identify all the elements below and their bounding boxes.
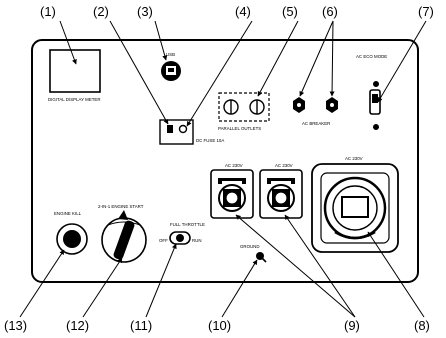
- callout-12: (12): [66, 318, 89, 333]
- callout-3: (3): [137, 4, 153, 19]
- callout-4: (4): [235, 4, 251, 19]
- leader-lines: [19, 20, 427, 318]
- callout-10: (10): [208, 318, 231, 333]
- ac-mid-label: AC 230V: [275, 163, 293, 168]
- callout-13: (13): [4, 318, 27, 333]
- ground-label: GROUND: [240, 244, 260, 249]
- callout-9: (9): [344, 318, 360, 333]
- dc-fuse-label: DC FUSE 10A: [196, 138, 224, 143]
- engine-start-label: 2-IN-1 ENGINE START: [98, 204, 144, 209]
- dc-outlet-icon: [167, 125, 173, 133]
- engine-kill-label: ENGINE KILL: [54, 211, 82, 216]
- run-label: RUN: [192, 238, 202, 243]
- ac-left-label: AC 230V: [225, 163, 243, 168]
- callout-5: (5): [282, 4, 298, 19]
- callout-1: (1): [40, 4, 56, 19]
- ac-right-label: AC 230V: [345, 156, 363, 161]
- off-label: OFF: [159, 238, 168, 243]
- callout-6: (6): [322, 4, 338, 19]
- digital-display-meter: [49, 49, 101, 93]
- eco-label: AC ECO MODE: [356, 54, 387, 59]
- parallel-outlets-box: [218, 92, 270, 122]
- usb-label: USB: [166, 52, 175, 57]
- parallel-label: PARALLEL OUTLETS: [218, 126, 261, 131]
- callout-7: (7): [418, 4, 434, 19]
- callout-2: (2): [93, 4, 109, 19]
- callout-8: (8): [414, 318, 430, 333]
- callout-11: (11): [130, 318, 152, 333]
- dc-fuse-icon: [178, 124, 188, 134]
- breaker-label: AC BREAKER: [302, 121, 330, 126]
- meter-label: DIGITAL DISPLAY METER: [48, 97, 101, 102]
- throttle-label: FULL THROTTLE: [170, 222, 205, 227]
